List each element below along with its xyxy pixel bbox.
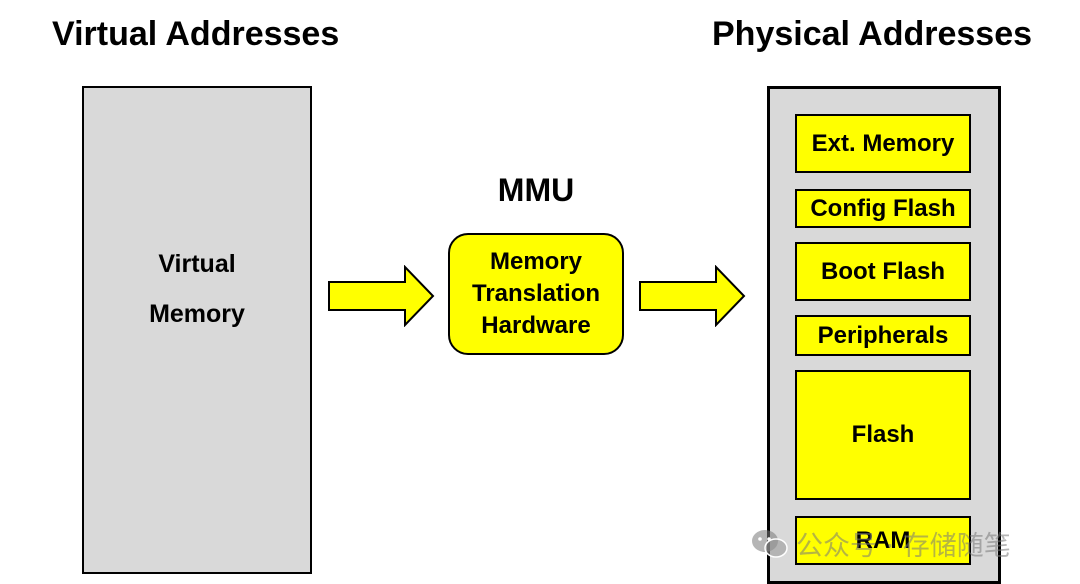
arrow-to-mmu [328,265,435,327]
mmu-label-line1: Memory [489,248,583,275]
region-config-flash: Config Flash [795,189,971,228]
virtual-addresses-heading: Virtual Addresses [52,15,340,53]
region-boot-flash: Boot Flash [795,242,971,301]
virtual-memory-label-line2: Memory [149,300,245,328]
region-flash: Flash [795,370,971,500]
region-ext-memory: Ext. Memory [795,114,971,173]
arrow-to-physical [639,265,746,327]
mmu-label-line3: Hardware [481,312,591,339]
region-ram: RAM [795,516,971,565]
virtual-memory-box: Virtual Memory [82,86,312,574]
mmu-label-line2: Translation [471,280,601,307]
virtual-memory-label-line1: Virtual [158,250,236,278]
mmu-box: Memory Translation Hardware [448,233,624,355]
physical-addresses-heading: Physical Addresses [712,15,1033,53]
region-peripherals: Peripherals [795,315,971,356]
mmu-title: MMU [497,172,575,208]
